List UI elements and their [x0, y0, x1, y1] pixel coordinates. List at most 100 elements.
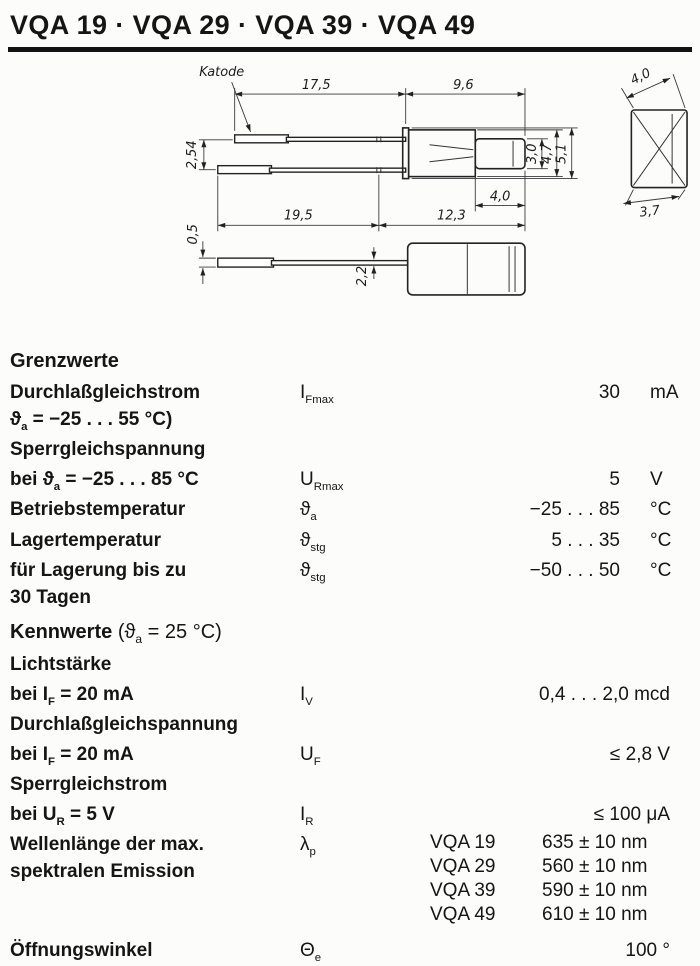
led-dimension-drawing: Katode 17,5 9,6 4,0 2,54 3,0 4,7 5,1 4,0… [185, 65, 688, 296]
row-desc-line2: spektralen Emission [10, 861, 195, 883]
spec-row-wavelength: Wellenlänge der max. spektralen Emission… [8, 831, 692, 927]
spec-row-luminous-intensity-title: Lichtstärke [8, 651, 692, 678]
page-header: VQA 19 · VQA 29 · VQA 39 · VQA 49 [8, 10, 692, 52]
row-unit: °C [650, 499, 672, 521]
row-condition: bei ϑa = −25 . . . 85 °C [10, 469, 199, 493]
row-symbol: ϑstg [300, 559, 326, 584]
row-symbol: Θe [300, 940, 322, 965]
row-symbol: λp [300, 834, 316, 859]
row-desc-cell: Wellenlänge der max. spektralen Emission [8, 831, 300, 885]
spec-row-operating-temp: Betriebstemperatur ϑa −25 . . . 85 °C [8, 496, 692, 523]
spec-row-reverse-voltage-title: Sperrgleichspannung [8, 436, 692, 463]
wavelength-row: VQA 29 560 ± 10 nm [430, 855, 692, 879]
spec-row-forward-current: Durchlaßgleichstrom ϑa = −25 . . . 55 °C… [8, 379, 692, 433]
row-condition: bei IF = 20 mA [10, 683, 134, 708]
dim-19-5: 19,5 [284, 208, 313, 223]
dim-4-7: 4,7 [540, 143, 555, 164]
dim-3-0: 3,0 [525, 143, 540, 164]
row-desc-cell: Durchlaßgleichstrom ϑa = −25 . . . 55 °C… [8, 379, 300, 433]
row-symbol: IV [300, 683, 313, 708]
row-desc-cell: für Lagerung bis zu 30 Tagen [8, 557, 300, 611]
led-bottom-view [217, 242, 526, 296]
row-desc: Durchlaßgleichstrom [10, 382, 201, 403]
package-drawing: Katode 17,5 9,6 4,0 2,54 3,0 4,7 5,1 4,0… [8, 56, 692, 340]
dim-17-5: 17,5 [302, 78, 331, 93]
row-condition: bei IF = 20 mA [10, 744, 134, 768]
dim-2-54: 2,54 [185, 140, 200, 169]
type-label: VQA 49 [430, 904, 496, 926]
dimension-lines [200, 77, 680, 284]
type-label: VQA 39 [430, 880, 496, 902]
spec-row-reverse-current-title: Sperrgleichstrom [8, 771, 692, 798]
row-value: 0,4 . . . 2,0 mcd [539, 683, 670, 705]
row-desc: Lichtstärke [10, 653, 112, 675]
row-symbol: IFmax [300, 382, 334, 406]
row-value: ≤ 2,8 V [609, 744, 670, 766]
katode-label: Katode [199, 65, 244, 80]
row-symbol: URmax [300, 469, 344, 493]
row-desc: Wellenlänge der max. [10, 834, 204, 856]
spec-row-forward-voltage-title: Durchlaßgleichspannung [8, 711, 692, 738]
row-value: ≤ 100 μA [593, 804, 670, 826]
row-unit: °C [650, 529, 672, 551]
spec-row-luminous-intensity: bei IF = 20 mA IV 0,4 . . . 2,0 mcd [8, 681, 692, 708]
limits-heading: Grenzwerte [10, 350, 119, 372]
row-unit: mA [650, 382, 679, 403]
led-side-view [217, 127, 526, 180]
title-rule [8, 47, 692, 52]
spec-row-storage-30-days: für Lagerung bis zu 30 Tagen ϑstg −50 . … [8, 557, 692, 611]
row-symbol: ϑstg [300, 529, 326, 554]
dim-3-7: 3,7 [639, 203, 662, 220]
wavelength-table: VQA 19 635 ± 10 nm VQA 29 560 ± 10 nm VQ… [430, 831, 692, 927]
row-symbol: ϑa [300, 499, 317, 524]
row-value: −25 . . . 85 [529, 499, 620, 521]
type-label: VQA 19 [430, 832, 496, 854]
spec-row-viewing-angle: Öffnungswinkel Θe 100 ° [8, 937, 692, 964]
type-value: 635 ± 10 nm [542, 832, 648, 854]
row-desc: Lagertemperatur [10, 529, 161, 551]
row-value: 30 [598, 382, 620, 403]
led-front-view [630, 109, 688, 189]
limits-section: Grenzwerte Durchlaßgleichstrom ϑa = −25 … [8, 350, 692, 611]
characteristics-section: Kennwerte (ϑa = 25 °C) Lichtstärke bei I… [8, 621, 692, 965]
dim-5-1: 5,1 [555, 143, 570, 164]
row-desc: Durchlaßgleichspannung [10, 714, 239, 736]
wavelength-row: VQA 49 610 ± 10 nm [430, 903, 692, 927]
row-desc: Öffnungswinkel [10, 940, 153, 962]
dim-9-6: 9,6 [453, 78, 474, 93]
dim-0-5: 0,5 [186, 224, 201, 245]
type-value: 590 ± 10 nm [542, 880, 648, 902]
row-condition: bei UR = 5 V [10, 804, 115, 829]
row-value: 100 ° [625, 940, 670, 962]
wavelength-row: VQA 19 635 ± 10 nm [430, 831, 692, 855]
row-value: 5 [609, 469, 620, 491]
characteristics-heading: Kennwerte (ϑa = 25 °C) [10, 620, 222, 646]
characteristics-condition: (ϑa = 25 °C) [117, 620, 222, 646]
type-value: 610 ± 10 nm [542, 904, 648, 926]
spec-row-forward-voltage: bei IF = 20 mA UF ≤ 2,8 V [8, 741, 692, 768]
spec-row-reverse-current: bei UR = 5 V IR ≤ 100 μA [8, 801, 692, 828]
dim-12-3: 12,3 [437, 208, 466, 223]
dim-2-2: 2,2 [355, 266, 370, 287]
spec-row-storage-temp: Lagertemperatur ϑstg 5 . . . 35 °C [8, 527, 692, 554]
row-unit: °C [650, 559, 672, 581]
type-label: VQA 29 [430, 856, 496, 878]
row-desc: Sperrgleichstrom [10, 774, 168, 796]
dim-4-0-front: 4,0 [490, 189, 511, 204]
row-symbol: UF [300, 744, 321, 768]
wavelength-row: VQA 39 590 ± 10 nm [430, 879, 692, 903]
row-value: 5 . . . 35 [551, 529, 620, 551]
row-desc: Betriebstemperatur [10, 499, 186, 521]
dimension-labels: Katode 17,5 9,6 4,0 2,54 3,0 4,7 5,1 4,0… [185, 65, 662, 286]
page-title: VQA 19 · VQA 29 · VQA 39 · VQA 49 [10, 10, 476, 40]
row-unit: V [650, 469, 663, 491]
row-desc-line2: ϑa = −25 . . . 55 °C) [10, 409, 173, 433]
row-value: −50 . . . 50 [529, 559, 620, 581]
type-value: 560 ± 10 nm [542, 856, 648, 878]
row-desc: Sperrgleichspannung [10, 439, 206, 461]
spec-row-reverse-voltage: bei ϑa = −25 . . . 85 °C URmax 5 V [8, 466, 692, 493]
row-desc: für Lagerung bis zu [10, 559, 187, 581]
dim-4-0-top: 4,0 [628, 66, 653, 88]
row-desc-line2: 30 Tagen [10, 586, 91, 608]
